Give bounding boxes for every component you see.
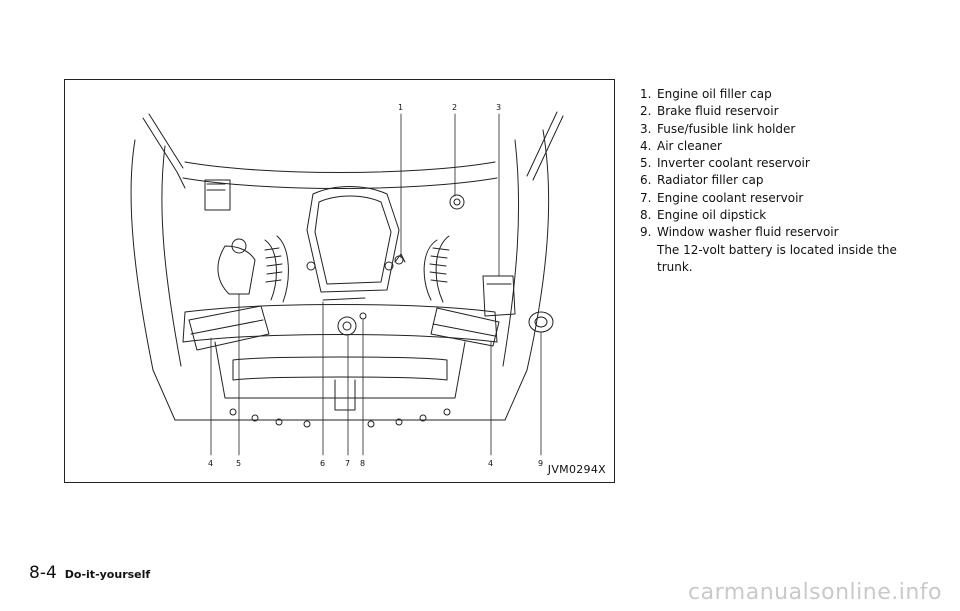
watermark: carmanualsonline.info bbox=[688, 580, 942, 605]
radiator-support bbox=[182, 304, 498, 343]
legend-item: 3.Fuse/fusible link holder bbox=[640, 121, 796, 136]
page-footer: 8-4 Do-it-yourself bbox=[29, 563, 150, 583]
radiator-filler-cap bbox=[322, 297, 366, 301]
fuse-holder bbox=[482, 275, 516, 317]
callout-4-right: 4 bbox=[488, 459, 493, 468]
engine-coolant-reservoir bbox=[337, 316, 357, 336]
callout-4-left: 4 bbox=[208, 459, 213, 468]
callout-5: 5 bbox=[236, 459, 241, 468]
legend-item: 1.Engine oil filler cap bbox=[640, 87, 772, 101]
callout-6: 6 bbox=[320, 459, 325, 468]
oil-filler-cap bbox=[394, 255, 404, 265]
oil-dipstick bbox=[359, 312, 367, 320]
washer-fluid-reservoir bbox=[528, 311, 554, 333]
legend-item: 7.Engine coolant reservoir bbox=[640, 190, 804, 205]
left-hood-strut bbox=[142, 113, 186, 189]
legend-note: The 12-volt battery is located inside th… bbox=[657, 242, 897, 257]
engine-compartment-figure: 1 2 3 4 5 6 7 8 4 9 JVM0294X bbox=[64, 79, 615, 483]
legend-item: 5.Inverter coolant reservoir bbox=[640, 156, 810, 171]
body-outline bbox=[130, 129, 550, 421]
callout-3: 3 bbox=[496, 103, 501, 112]
bumper-bolts bbox=[229, 408, 451, 428]
legend-item: 8.Engine oil dipstick bbox=[640, 208, 767, 223]
right-hood-strut bbox=[526, 111, 564, 181]
engine-cover bbox=[306, 186, 400, 293]
component-legend: 1.Engine oil filler cap 2.Brake fluid re… bbox=[640, 86, 940, 276]
legend-note-cont: trunk. bbox=[657, 259, 693, 274]
left-intake-tube bbox=[264, 235, 289, 303]
legend-item: 9.Window washer fluid reservoir bbox=[640, 225, 839, 240]
brake-fluid-reservoir bbox=[449, 194, 465, 210]
legend-item: 6.Radiator filler cap bbox=[640, 173, 764, 188]
right-intake-tube bbox=[423, 235, 450, 303]
callout-numbers: 1 2 3 4 5 6 7 8 4 9 bbox=[208, 103, 543, 468]
callout-9: 9 bbox=[538, 459, 543, 468]
left-air-cleaner bbox=[188, 305, 270, 351]
page-number: 8-4 bbox=[29, 563, 57, 583]
callout-7: 7 bbox=[345, 459, 350, 468]
cowl bbox=[182, 161, 498, 189]
legend-item: 4.Air cleaner bbox=[640, 138, 722, 153]
legend-item: 2.Brake fluid reservoir bbox=[640, 104, 779, 119]
engine-illustration: 1 2 3 4 5 6 7 8 4 9 bbox=[130, 103, 564, 468]
inverter-coolant-reservoir bbox=[217, 245, 256, 295]
right-air-cleaner bbox=[430, 307, 500, 347]
callout-8: 8 bbox=[360, 459, 365, 468]
figure-id: JVM0294X bbox=[547, 463, 606, 476]
callout-1: 1 bbox=[398, 103, 403, 112]
section-title: Do-it-yourself bbox=[64, 568, 151, 581]
leader-lines bbox=[210, 113, 542, 456]
callout-2: 2 bbox=[452, 103, 457, 112]
